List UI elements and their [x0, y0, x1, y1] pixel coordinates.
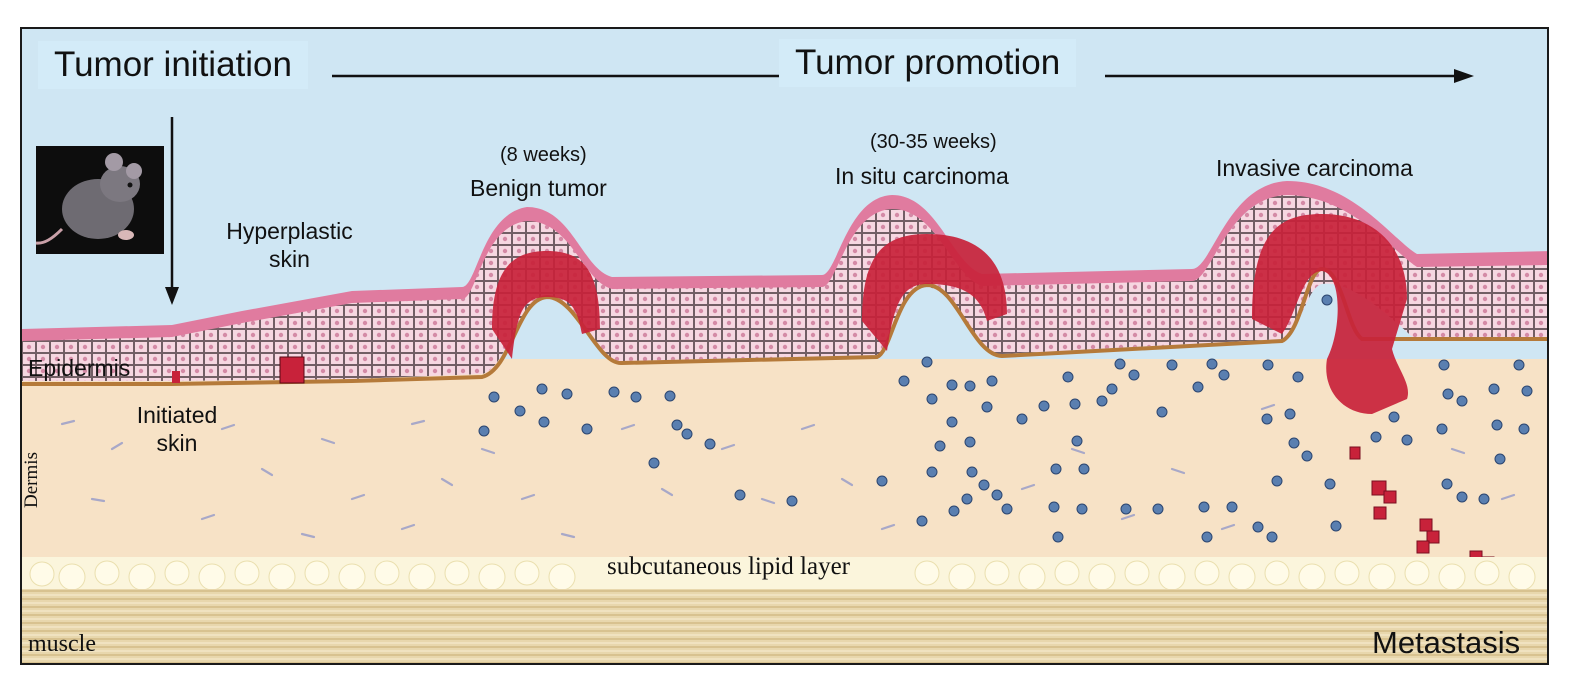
- invasive-tumor-mass: [1252, 214, 1409, 414]
- fibroblasts: [60, 403, 1516, 539]
- in-situ-carcinoma-label: In situ carcinoma: [835, 163, 1009, 189]
- initiated-line1: Initiated: [136, 402, 218, 428]
- diagram-frame: Tumor initiation Tumor promotion Hyperpl…: [20, 27, 1549, 665]
- epidermis-layer: [22, 194, 1547, 381]
- initiated-cell: [172, 371, 180, 383]
- initiated-line2: skin: [156, 430, 198, 456]
- tumor-initiation-title: Tumor initiation: [38, 41, 308, 89]
- hyperplastic-skin-label: Hyperplastic skin: [222, 217, 357, 273]
- hyperplastic-line2: skin: [269, 246, 310, 272]
- metastasis-label: Metastasis: [1372, 625, 1521, 660]
- benign-tumor-label: Benign tumor: [470, 175, 607, 201]
- benign-tumor-mass: [492, 251, 600, 359]
- muscle-layer: [22, 589, 1547, 663]
- lipid-layer-label: subcutaneous lipid layer: [607, 553, 850, 580]
- initiated-skin-label: Initiated skin: [122, 401, 232, 457]
- in-situ-tumor-mass: [862, 234, 1007, 351]
- hyperplastic-line1: Hyperplastic: [226, 218, 353, 244]
- tumor-promotion-title: Tumor promotion: [779, 39, 1077, 87]
- down-arrow-head: [165, 287, 179, 305]
- immune-cells: [478, 294, 1533, 543]
- lipid-droplets: [29, 560, 1536, 591]
- mouse-photo-icon: [35, 146, 164, 254]
- stratum-corneum: [22, 181, 1547, 341]
- epidermis-label: Epidermis: [28, 355, 131, 381]
- muscle-label: muscle: [28, 631, 96, 657]
- initiated-cell-cluster: [279, 356, 305, 384]
- dermis-label: Dermis: [20, 452, 42, 508]
- invasive-carcinoma-label: Invasive carcinoma: [1216, 155, 1413, 181]
- skin-tumor-progression-illustration: [22, 29, 1547, 663]
- right-arrow-head: [1454, 69, 1474, 83]
- in-situ-time-label: (30-35 weeks): [870, 131, 997, 153]
- benign-time-label: (8 weeks): [500, 144, 587, 166]
